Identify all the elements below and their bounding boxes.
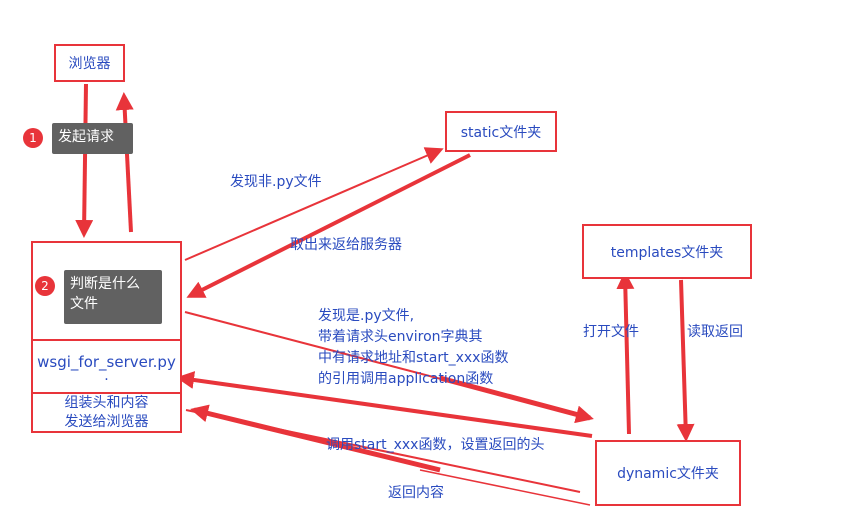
label-fetch-return: 取出来返给服务器 [290, 237, 402, 253]
arrow-dynamic-tail [419, 469, 591, 506]
label-py-line-2: 带着请求头environ字典其 [318, 329, 483, 345]
label-py-line-3: 中有请求地址和start_xxx函数 [318, 350, 509, 366]
browser-node: 浏览器 [54, 44, 125, 82]
step-1-badge: 1 [23, 128, 43, 148]
templates-folder-node: templates文件夹 [582, 224, 752, 279]
label-py-block: 发现是.py文件, 带着请求头environ字典其 中有请求地址和start_x… [318, 306, 508, 390]
assemble-line-2: 发送给浏览器 [64, 413, 149, 430]
templates-folder-label: templates文件夹 [610, 244, 724, 261]
wsgi-block: wsgi_for_server.py . [31, 339, 182, 394]
arrow-dynamic-to-templates [616, 271, 635, 435]
step-2-note-line-2: 文件 [70, 296, 98, 312]
browser-label: 浏览器 [68, 56, 111, 72]
arrow-browser-to-server [75, 83, 94, 238]
arrow-static-to-server [186, 153, 471, 298]
step-2-note-line-1: 判断是什么 [70, 276, 140, 292]
assemble-block: 组装头和内容 发送给浏览器 [31, 392, 182, 433]
dynamic-folder-label: dynamic文件夹 [617, 466, 719, 482]
label-read-return: 读取返回 [687, 324, 743, 340]
label-return-content: 返回内容 [388, 485, 444, 501]
step-1-note: 发起请求 [52, 123, 133, 154]
step-2-note: 判断是什么 文件 [64, 270, 162, 324]
arrow-templates-to-dynamic [676, 279, 695, 442]
wsgi-label: wsgi_for_server.py [37, 352, 176, 371]
label-non-py: 发现非.py文件 [230, 174, 322, 190]
dynamic-folder-node: dynamic文件夹 [595, 440, 741, 506]
static-folder-label: static文件夹 [460, 124, 542, 141]
label-py-line-1: 发现是.py文件, [318, 308, 415, 324]
arrow-server-to-dynamic-head [439, 375, 594, 424]
label-call-start: 调用start_xxx函数，设置返回的头 [326, 437, 545, 453]
arrow-server-to-browser [115, 92, 134, 233]
label-open-file: 打开文件 [583, 324, 639, 340]
wsgi-dot: . [104, 367, 109, 384]
step-2-badge: 2 [35, 276, 55, 296]
arrow-dynamic-to-wsgi-start [176, 371, 593, 438]
arrow-server-to-static [184, 147, 444, 261]
label-py-line-4: 的引用调用application函数 [318, 371, 494, 387]
arrow-dynamic-to-wsgi-return [190, 404, 441, 473]
assemble-line-1: 组装头和内容 [64, 394, 149, 411]
static-folder-node: static文件夹 [445, 111, 557, 152]
